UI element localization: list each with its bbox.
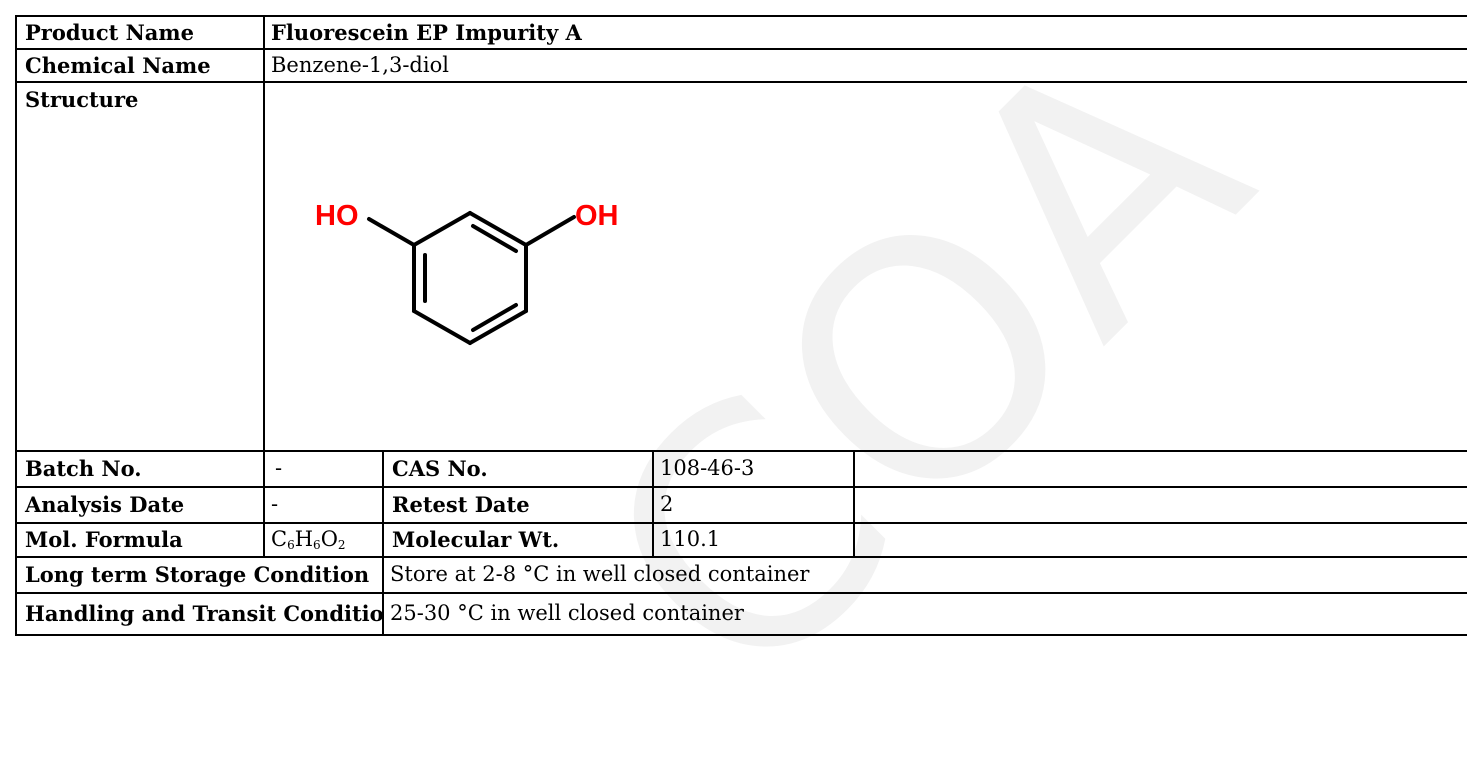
mol-formula-value: C6H6O2 bbox=[263, 522, 384, 558]
chemical-name-value: Benzene-1,3-diol bbox=[262, 48, 1467, 83]
row-batch-cas-empty bbox=[852, 450, 1467, 488]
benzene-ring bbox=[367, 211, 576, 345]
analysis-date-value: - bbox=[263, 486, 384, 524]
transit-label: Handling and Transit Condition bbox=[15, 592, 384, 636]
ring-bond-4 bbox=[468, 309, 528, 345]
retest-date-value: 2 bbox=[652, 486, 855, 524]
chemical-name-label: Chemical Name bbox=[15, 48, 265, 83]
batch-no-value: - bbox=[263, 450, 384, 488]
row-formula-weight: Mol. Formula C6H6O2 Molecular Wt. 110.1 bbox=[15, 522, 1467, 558]
product-name-value: Fluorescein EP Impurity A bbox=[262, 15, 1467, 50]
ring-double-bond-2 bbox=[471, 224, 518, 253]
right-hydroxyl-label: OH bbox=[575, 200, 619, 232]
bond-left-oh bbox=[367, 217, 416, 247]
resorcinol-structure-image: HO OH bbox=[315, 200, 619, 345]
structure-label: Structure bbox=[15, 81, 265, 452]
row-dates-empty bbox=[852, 486, 1467, 524]
molecular-wt-label: Molecular Wt. bbox=[382, 522, 654, 558]
storage-label: Long term Storage Condition bbox=[15, 556, 384, 594]
transit-value: 25-30 °C in well closed container bbox=[381, 592, 1467, 636]
row-transit: Handling and Transit Condition 25-30 °C … bbox=[15, 592, 1467, 636]
ring-bond-5 bbox=[412, 309, 472, 345]
mol-formula-label: Mol. Formula bbox=[15, 522, 265, 558]
left-hydroxyl-label: HO bbox=[315, 200, 359, 232]
molecular-wt-value: 110.1 bbox=[652, 522, 855, 558]
cas-no-label: CAS No. bbox=[382, 450, 654, 488]
row-batch-cas: Batch No. - CAS No. 108-46-3 bbox=[15, 450, 1467, 488]
batch-no-label: Batch No. bbox=[15, 450, 265, 488]
row-chemical-name: Chemical Name Benzene-1,3-diol bbox=[15, 48, 1467, 83]
product-info-table: Product Name Fluorescein EP Impurity A C… bbox=[15, 15, 1467, 636]
cas-no-value: 108-46-3 bbox=[652, 450, 855, 488]
row-product-name: Product Name Fluorescein EP Impurity A bbox=[15, 15, 1467, 50]
row-dates: Analysis Date - Retest Date 2 bbox=[15, 486, 1467, 524]
ring-bond-2 bbox=[468, 211, 528, 247]
structure-cell: HO OH bbox=[262, 81, 1467, 452]
product-name-label: Product Name bbox=[15, 15, 265, 50]
ring-bond-1 bbox=[412, 211, 472, 247]
row-storage: Long term Storage Condition Store at 2-8… bbox=[15, 556, 1467, 594]
bond-right-oh bbox=[524, 215, 576, 247]
row-structure: Structure HO OH bbox=[15, 81, 1467, 452]
storage-value: Store at 2-8 °C in well closed container bbox=[381, 556, 1467, 594]
retest-date-label: Retest Date bbox=[382, 486, 654, 524]
analysis-date-label: Analysis Date bbox=[15, 486, 265, 524]
ring-double-bond-3 bbox=[471, 303, 518, 332]
row-formula-weight-empty bbox=[852, 522, 1467, 558]
